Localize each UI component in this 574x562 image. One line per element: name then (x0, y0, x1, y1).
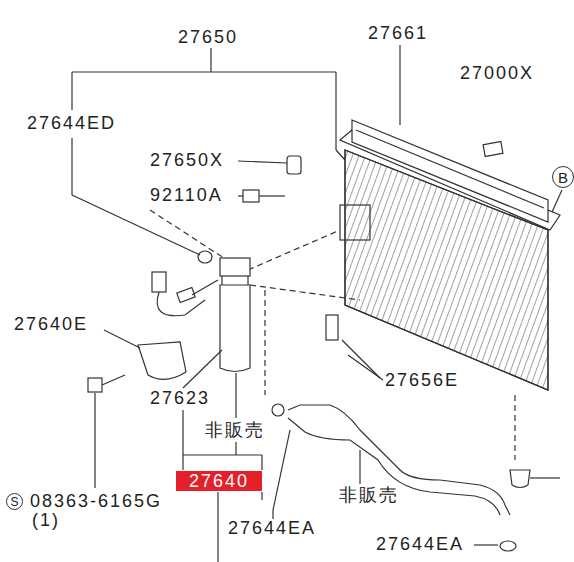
callout-number: 27644EA (228, 519, 316, 537)
node-text: S (10, 495, 18, 509)
callout-number: 27000X (460, 64, 534, 82)
highlight-box: 27640 (176, 471, 262, 491)
callout-number: 27623 (150, 389, 210, 407)
callout-number: 27656E (385, 371, 459, 389)
node-text: B (558, 169, 568, 186)
callout-number: 27661 (368, 24, 428, 42)
reference-circle: B (552, 166, 574, 188)
callout-number: 27650 (178, 28, 238, 46)
callout-number: (1) (32, 511, 60, 529)
callout-number: 27640E (14, 315, 88, 333)
callout-number: 92110A (150, 186, 223, 204)
node-text: 27640 (189, 471, 249, 492)
callout-number: 27644ED (27, 114, 116, 132)
callout-number: 27650X (150, 151, 224, 169)
callout-number: 非販売 (205, 421, 265, 439)
callout-number: 非販売 (339, 486, 399, 504)
callout-number: 08363-6165G (30, 492, 162, 510)
callout-number: 27644EA (376, 535, 464, 553)
standard-part-mark: S (6, 493, 23, 510)
